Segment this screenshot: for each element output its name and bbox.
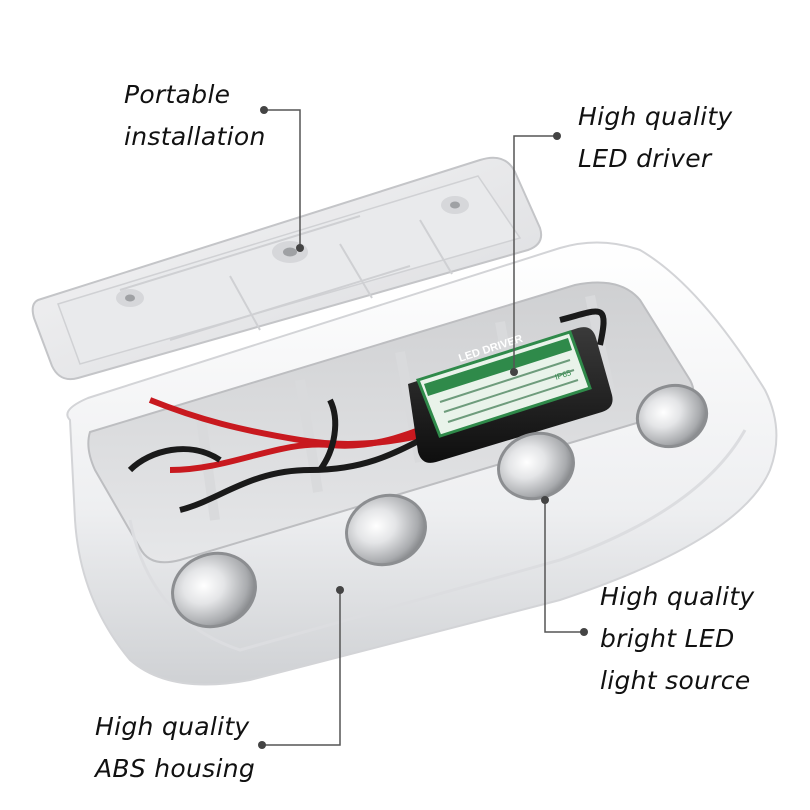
callout-line: installation [124, 122, 266, 151]
callout-line: High quality [578, 102, 733, 131]
led-lens [171, 551, 257, 629]
callout-line: LED driver [578, 144, 712, 173]
callout-line: High quality [600, 582, 755, 611]
callout-line: light source [600, 666, 751, 695]
callout-line: ABS housing [95, 754, 256, 783]
callout-line: bright LED [600, 624, 735, 653]
callout-line: High quality [95, 712, 250, 741]
callout-light-source: High quality bright LED light source [600, 576, 755, 702]
leader-lines [262, 109, 584, 746]
callout-abs-housing: High quality ABS housing [95, 706, 255, 790]
leader-dots [258, 106, 588, 749]
callout-portable-installation: Portable installation [124, 74, 266, 158]
led-driver: LED DRIVER IP65 [408, 327, 613, 463]
callout-led-driver: High quality LED driver [578, 96, 733, 180]
callout-line: Portable [124, 80, 231, 109]
mounting-plate [31, 156, 543, 381]
led-lens [345, 493, 427, 567]
led-lens [635, 383, 709, 449]
led-lenses [171, 383, 709, 629]
